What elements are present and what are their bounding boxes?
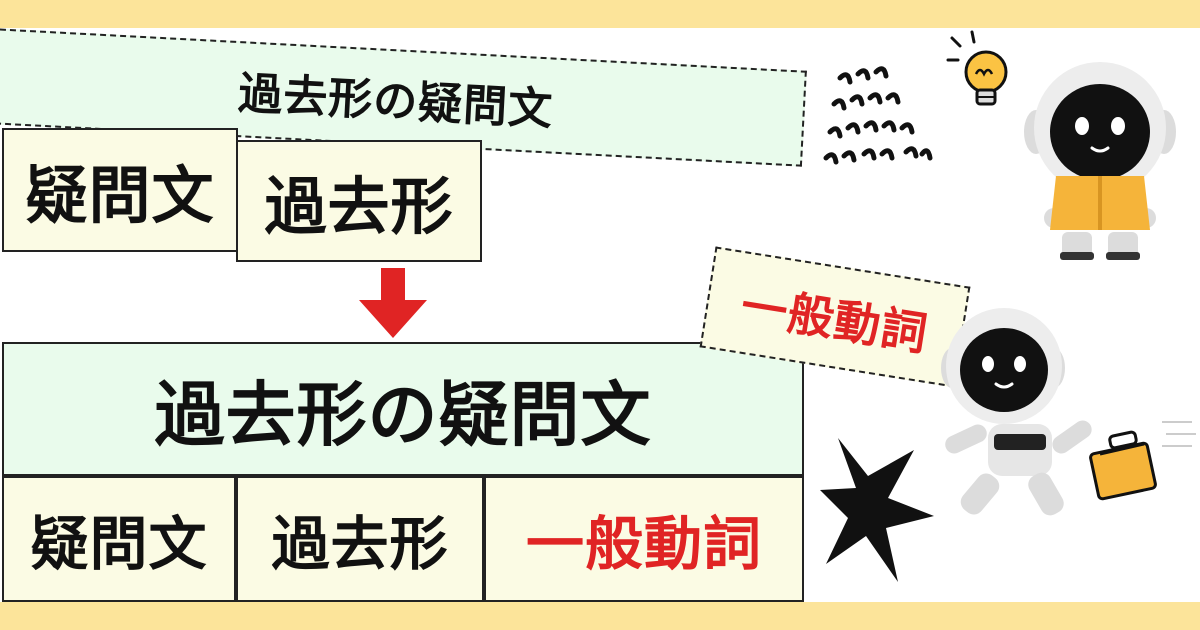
robot-running-character: [941, 308, 1196, 516]
bottom-stripe: [0, 602, 1200, 630]
main-title: 過去形の疑問文: [154, 373, 652, 456]
robot-character: [1024, 62, 1176, 260]
main-title-box: 過去形の疑問文: [2, 342, 804, 476]
general-verb-box: 一般動詞: [484, 476, 804, 602]
past-tense-box-2: 過去形: [236, 476, 484, 602]
question-box-2: 疑問文: [2, 476, 236, 602]
past-tense-label-2: 過去形: [271, 510, 449, 578]
general-verb-label: 一般動詞: [525, 510, 762, 578]
down-arrow-icon: [359, 268, 427, 338]
top-stripe: [0, 0, 1200, 28]
burst-icon: [820, 438, 934, 582]
lightbulb-icon: [946, 30, 1008, 106]
verb-tag-label: 一般動詞: [737, 278, 932, 362]
question-box: 疑問文: [2, 128, 238, 252]
package-icon: [1089, 430, 1157, 501]
question-label: 疑問文: [25, 159, 215, 232]
thinking-lines-icon: [823, 66, 933, 165]
banner-title: 過去形の疑問文: [237, 68, 555, 136]
past-tense-label: 過去形: [264, 170, 454, 243]
past-tense-box: 過去形: [236, 140, 482, 262]
question-label-2: 疑問文: [30, 510, 208, 578]
